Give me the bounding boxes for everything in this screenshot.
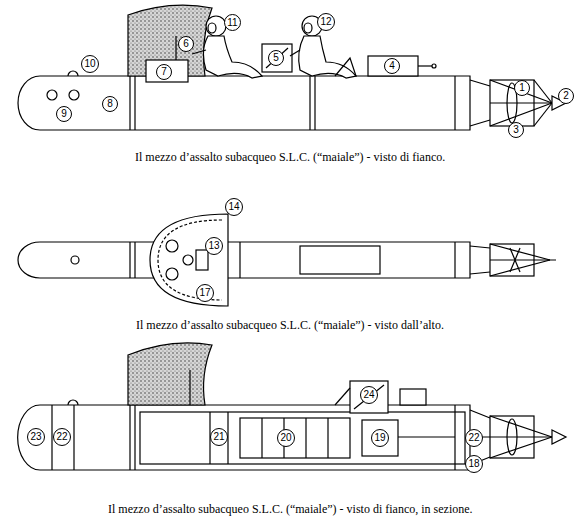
callout-number: 8: [102, 96, 118, 112]
callout-number: 1: [514, 80, 530, 96]
callout-text: 17: [199, 288, 210, 298]
callout-text: 24: [363, 390, 374, 400]
callout-text: 19: [374, 433, 385, 443]
callout-number: 3: [508, 122, 524, 138]
callout-number: 24: [360, 386, 378, 404]
callout-number: 7: [156, 64, 172, 80]
callout-text: 2: [563, 91, 569, 101]
top-view: [18, 214, 556, 306]
callout-text: 7: [161, 67, 167, 77]
callout-number: 10: [81, 55, 99, 73]
callout-text: 12: [320, 17, 331, 27]
callout-text: 1: [519, 83, 525, 93]
callout-text: 14: [228, 202, 239, 212]
callout-text: 4: [389, 61, 395, 71]
callout-number: 23: [27, 428, 45, 446]
callout-number: 14: [225, 198, 243, 216]
callout-text: 8: [107, 99, 113, 109]
callout-text: 22: [468, 433, 479, 443]
callout-number: 5: [268, 50, 284, 66]
callout-text: 10: [84, 59, 95, 69]
callout-text: 20: [280, 433, 291, 443]
callout-number: 4: [384, 58, 400, 74]
callout-number: 9: [56, 106, 72, 122]
callout-text: 9: [61, 109, 67, 119]
callout-number: 18: [465, 455, 483, 473]
callout-number: 17: [196, 284, 214, 302]
callout-text: 11: [227, 18, 237, 28]
side-view: [18, 5, 566, 130]
caption-text: Il mezzo d’assalto subacqueo S.L.C. (“ma…: [135, 150, 445, 164]
caption-text: Il mezzo d’assalto subacqueo S.L.C. (“ma…: [108, 502, 473, 516]
callout-text: 6: [183, 39, 189, 49]
callout-number: 22: [53, 428, 71, 446]
callout-number: 6: [178, 36, 194, 52]
callout-number: 12: [317, 13, 335, 31]
callout-number: 22: [465, 429, 483, 447]
caption-text: Il mezzo d’assalto subacqueo S.L.C. (“ma…: [136, 318, 444, 332]
callout-number: 13: [205, 237, 223, 255]
callout-text: 3: [513, 125, 519, 135]
callout-number: 2: [558, 88, 574, 104]
callout-text: 5: [273, 53, 279, 63]
callout-number: 19: [371, 429, 389, 447]
callout-text: 13: [208, 241, 219, 251]
section-view: [18, 343, 566, 470]
callout-text: 18: [468, 459, 479, 469]
callout-text: 22: [56, 432, 67, 442]
callout-text: 23: [30, 432, 41, 442]
callout-number: 20: [277, 429, 295, 447]
callout-number: 21: [210, 428, 228, 446]
callout-number: 11: [224, 14, 241, 31]
callout-text: 21: [213, 432, 224, 442]
